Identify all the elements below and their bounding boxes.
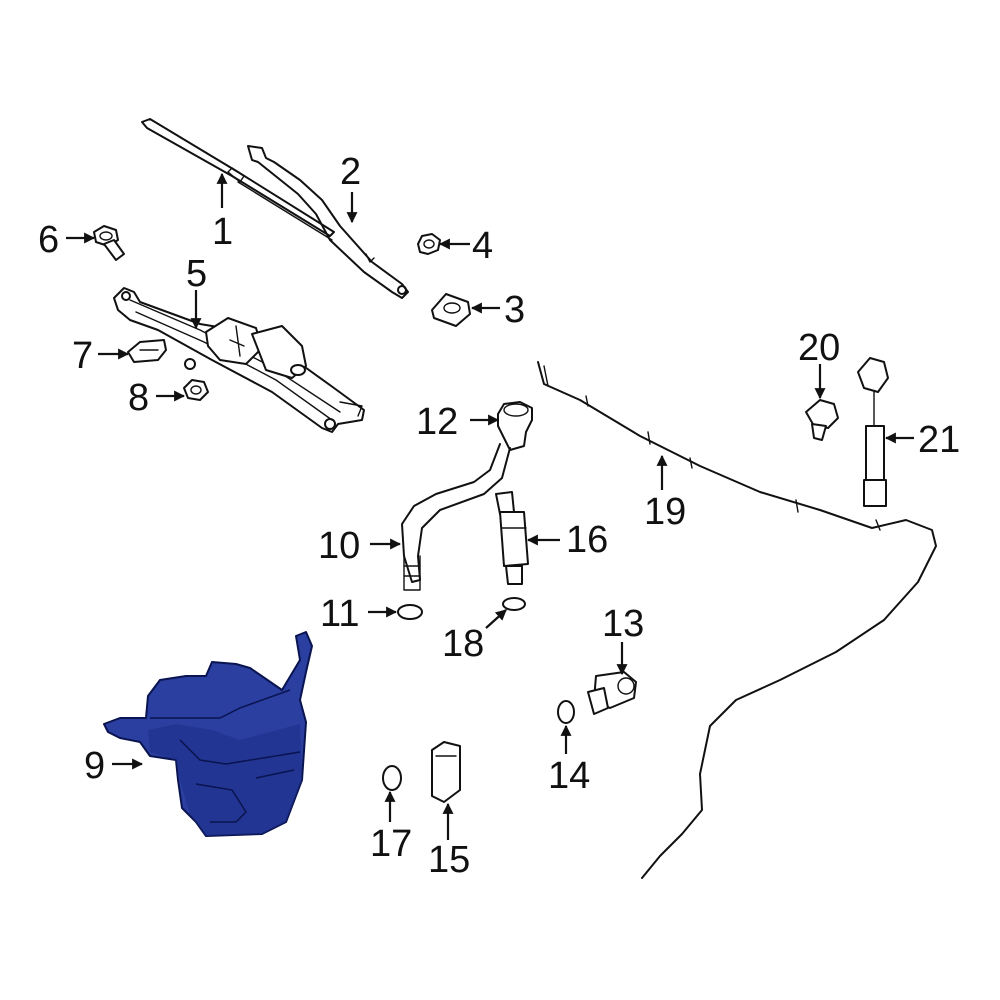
callout-6: 6 bbox=[38, 219, 59, 261]
callout-20: 20 bbox=[798, 327, 840, 369]
leader-lines bbox=[66, 172, 914, 840]
callout-numbers: 1 2 3 4 5 6 7 8 9 10 11 12 13 14 15 16 1… bbox=[38, 151, 960, 881]
callout-10: 10 bbox=[318, 525, 360, 567]
pivot-nut[interactable] bbox=[417, 233, 441, 255]
rear-pump-o-ring[interactable] bbox=[557, 700, 575, 724]
callout-19: 19 bbox=[644, 491, 686, 533]
callout-1: 1 bbox=[212, 211, 233, 253]
rear-washer-pump[interactable] bbox=[587, 671, 637, 715]
washer-pump[interactable] bbox=[495, 491, 529, 585]
bracket-clip[interactable] bbox=[127, 339, 167, 363]
filler-tube[interactable] bbox=[401, 443, 511, 591]
callout-3: 3 bbox=[504, 289, 525, 331]
washer-fluid-reservoir[interactable] bbox=[103, 631, 313, 837]
callout-15: 15 bbox=[428, 839, 470, 881]
callout-11: 11 bbox=[320, 593, 359, 635]
filler-neck-cap[interactable] bbox=[497, 401, 533, 451]
lower-o-ring[interactable] bbox=[382, 765, 402, 791]
washer-hose[interactable] bbox=[537, 361, 937, 879]
washer-nozzle[interactable] bbox=[805, 399, 839, 441]
pump-o-ring[interactable] bbox=[502, 597, 526, 611]
callout-4: 4 bbox=[472, 225, 493, 267]
callout-21: 21 bbox=[918, 419, 960, 461]
callout-9: 9 bbox=[84, 745, 105, 787]
nozzle-connector[interactable] bbox=[857, 357, 889, 507]
filler-o-ring[interactable] bbox=[397, 604, 423, 620]
hex-nut[interactable] bbox=[183, 379, 209, 401]
wiper-arm[interactable] bbox=[247, 145, 409, 299]
callout-18: 18 bbox=[442, 623, 484, 665]
wiper-blade[interactable] bbox=[141, 118, 335, 241]
callout-8: 8 bbox=[128, 377, 149, 419]
mounting-bolt[interactable] bbox=[93, 225, 125, 261]
callout-2: 2 bbox=[340, 151, 361, 193]
lower-washer-pump[interactable] bbox=[431, 741, 461, 803]
callout-7: 7 bbox=[72, 335, 93, 377]
pivot-cap[interactable] bbox=[431, 293, 471, 327]
callout-16: 16 bbox=[566, 519, 608, 561]
callout-13: 13 bbox=[602, 603, 644, 645]
wiper-linkage-motor[interactable] bbox=[113, 287, 365, 433]
callout-17: 17 bbox=[370, 823, 412, 865]
callout-14: 14 bbox=[548, 755, 590, 797]
callout-12: 12 bbox=[416, 401, 458, 443]
callout-5: 5 bbox=[186, 253, 207, 295]
